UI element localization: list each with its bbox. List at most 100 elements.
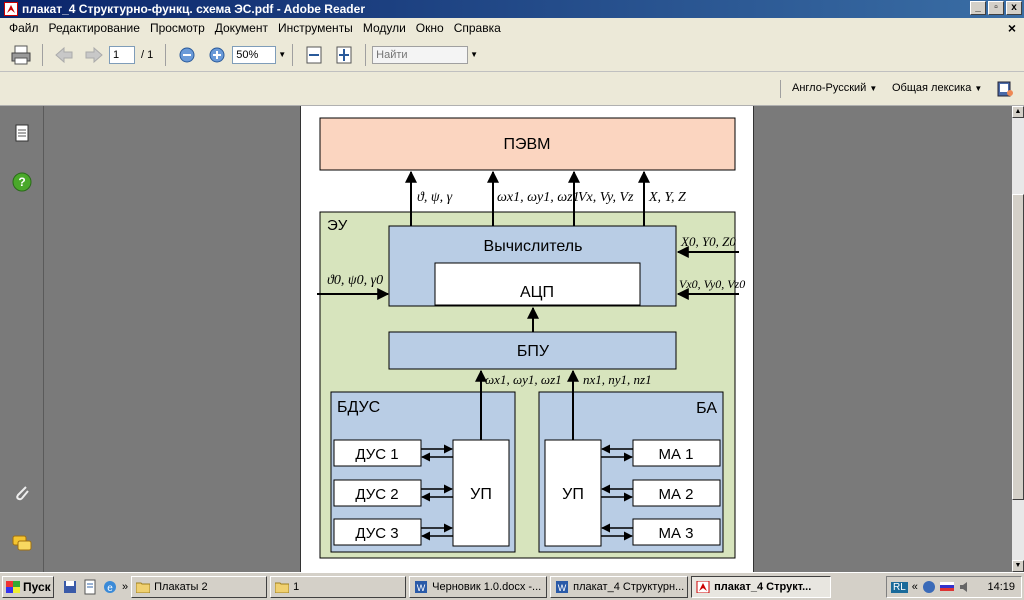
menu-bar: Файл Редактирование Просмотр Документ Ин… <box>0 18 1024 38</box>
up-right-block <box>544 439 602 547</box>
up-right-label: УП <box>562 486 584 503</box>
task-plakat-4-reader[interactable]: плакат_4 Структ... <box>691 575 832 598</box>
comments-icon[interactable] <box>11 532 33 554</box>
zoom-in-icon[interactable] <box>206 44 228 66</box>
ma-3-block <box>632 518 721 546</box>
task-plakaty-2[interactable]: Плакаты 2 <box>131 575 268 598</box>
document-close-icon[interactable]: × <box>1007 20 1016 36</box>
tray-app-icon[interactable] <box>922 580 936 594</box>
zoom-dropdown-icon[interactable]: ▼ <box>278 50 287 59</box>
task-chernovik-docx[interactable]: W Черновик 1.0.docx -... <box>409 575 548 598</box>
tray-volume-icon[interactable] <box>958 580 972 594</box>
fit-width-icon[interactable] <box>303 44 325 66</box>
menu-edit[interactable]: Редактирование <box>48 21 140 35</box>
attachment-icon[interactable] <box>11 482 33 504</box>
next-page-icon[interactable] <box>83 44 105 66</box>
prev-page-icon[interactable] <box>53 44 75 66</box>
document-view[interactable]: ПЭВМ ЭУ Вычислитель АЦП БПУ БДУС УП ДУС … <box>44 106 1012 572</box>
dictionary-dropdown-icon: ▼ <box>974 84 983 93</box>
zoom-level-input[interactable]: 50% <box>232 45 277 64</box>
menu-plugins[interactable]: Модули <box>362 21 406 35</box>
taskbar: Пуск e » Плакаты 2 1 W Черновик 1.0.docx… <box>0 572 1024 600</box>
pevm-label: ПЭВМ <box>504 136 551 153</box>
dus-3-block <box>333 518 422 546</box>
bpu-block <box>388 331 677 370</box>
task-plakat-4-word[interactable]: W плакат_4 Структурн... <box>550 575 689 598</box>
page-total: / 1 <box>141 48 154 61</box>
task-label: Плакаты 2 <box>154 580 208 593</box>
more-quicklaunch-icon[interactable]: » <box>122 580 129 593</box>
toolbar-separator <box>42 43 43 66</box>
quick-launch: e » <box>62 579 128 595</box>
browser-icon[interactable]: e <box>102 579 118 595</box>
main-toolbar: 1 / 1 50% ▼ ▼ <box>0 38 1024 72</box>
pevm-block <box>319 117 736 171</box>
vertical-scrollbar[interactable]: ▲ ▼ <box>1012 106 1024 572</box>
out-omega-label: ωx1, ωy1, ωz1 <box>497 190 580 205</box>
ba-label: БА <box>696 400 717 417</box>
toolbar-separator <box>165 43 167 66</box>
menu-window[interactable]: Окно <box>415 21 444 35</box>
scroll-thumb[interactable] <box>1012 194 1024 500</box>
dictionary-icon[interactable] <box>996 80 1014 98</box>
zoom-out-icon[interactable] <box>176 44 198 66</box>
menu-help[interactable]: Справка <box>453 21 501 35</box>
tray-flag-icon[interactable] <box>939 580 954 594</box>
dus-1-label: ДУС 1 <box>355 446 398 463</box>
menu-document[interactable]: Документ <box>214 21 268 35</box>
n-ba-label: nx1, ny1, nz1 <box>583 372 652 387</box>
bpu-label: БПУ <box>517 343 550 360</box>
start-label: Пуск <box>23 579 51 594</box>
in-v0-label: Vx0, Vy0, Vz0 <box>679 277 745 291</box>
find-input[interactable] <box>372 45 469 64</box>
fit-page-icon[interactable] <box>333 44 355 66</box>
tray-expand-icon[interactable]: « <box>911 581 918 593</box>
menu-tools[interactable]: Инструменты <box>277 21 353 35</box>
maximize-button[interactable]: ▫ <box>988 1 1004 15</box>
help-icon[interactable]: ? <box>11 171 33 193</box>
adc-label: АЦП <box>520 284 554 301</box>
language-indicator[interactable]: RL <box>891 581 908 593</box>
toolbar-separator <box>365 43 367 66</box>
ma-3-label: МА 3 <box>658 525 693 542</box>
navigation-pane: ? <box>0 106 44 572</box>
task-label: Черновик 1.0.docx -... <box>432 580 542 593</box>
windows-logo-icon <box>6 580 20 593</box>
dus-3-label: ДУС 3 <box>355 525 398 542</box>
pdf-page: ПЭВМ ЭУ Вычислитель АЦП БПУ БДУС УП ДУС … <box>300 106 754 572</box>
out-angles-label: ϑ, ψ, γ <box>417 190 453 205</box>
calculator-label: Вычислитель <box>484 238 583 255</box>
folder-icon <box>136 582 151 593</box>
language-dropdown[interactable]: Англо-Русский ▼ <box>792 82 877 94</box>
document-icon[interactable] <box>82 579 98 595</box>
word-document-icon: W <box>556 580 569 593</box>
clock: 14:19 <box>987 581 1015 593</box>
up-left-block <box>452 439 510 547</box>
dictionary-dropdown[interactable]: Общая лексика ▼ <box>892 82 982 94</box>
dus-2-label: ДУС 2 <box>355 486 398 503</box>
scroll-down-icon[interactable]: ▼ <box>1012 560 1024 572</box>
save-icon[interactable] <box>62 579 78 595</box>
find-dropdown-icon[interactable]: ▼ <box>470 50 479 59</box>
folder-icon <box>275 582 290 593</box>
bdus-label: БДУС <box>337 399 380 416</box>
menu-view[interactable]: Просмотр <box>149 21 205 35</box>
menu-file[interactable]: Файл <box>9 21 39 35</box>
svg-text:W: W <box>558 583 567 593</box>
close-button[interactable]: x <box>1006 1 1022 15</box>
translation-toolbar: Англо-Русский ▼ Общая лексика ▼ <box>0 72 1024 106</box>
toolbar-separator <box>780 80 781 98</box>
minimize-button[interactable]: _ <box>970 1 986 15</box>
scroll-up-icon[interactable]: ▲ <box>1012 106 1024 118</box>
adobe-reader-icon <box>4 2 18 16</box>
ma-2-block <box>632 479 721 507</box>
out-xyz-label: X, Y, Z <box>648 190 686 205</box>
in-xyz0-label: X0, Y0, Z0 <box>680 234 736 249</box>
pages-icon[interactable] <box>11 122 33 144</box>
task-label: плакат_4 Структурн... <box>573 580 685 593</box>
page-number-input[interactable]: 1 <box>109 45 135 64</box>
print-icon[interactable] <box>10 44 32 66</box>
task-folder-1[interactable]: 1 <box>270 575 407 598</box>
in-angles0-label: ϑ0, ψ0, γ0 <box>327 273 383 288</box>
start-button[interactable]: Пуск <box>2 575 54 598</box>
